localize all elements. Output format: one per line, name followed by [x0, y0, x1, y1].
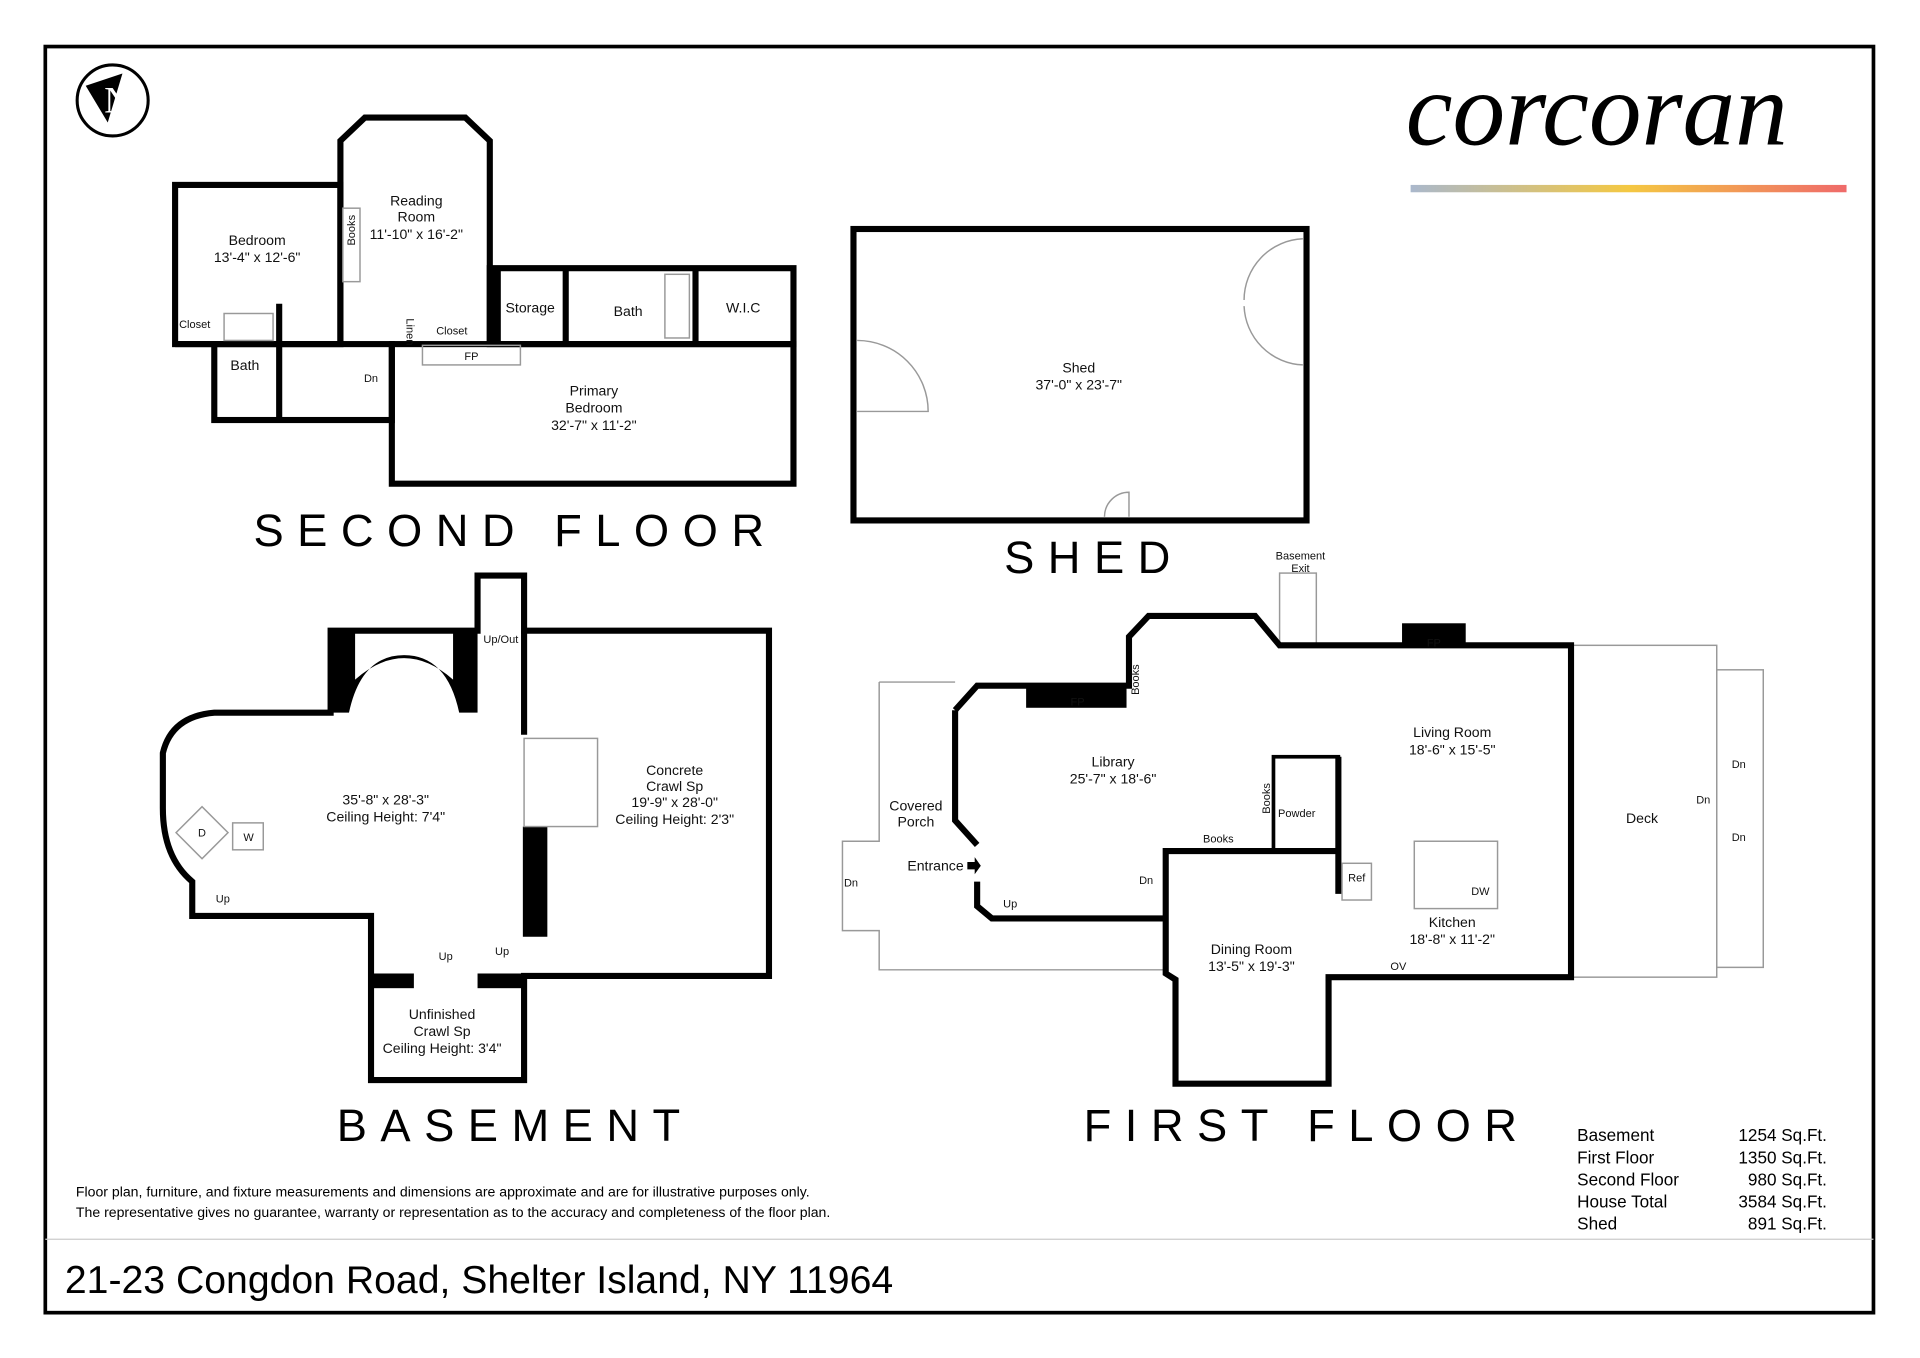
sheet-border [43, 44, 1876, 1315]
room-reading-name2: Room [398, 209, 436, 225]
room-reading-name: Reading [390, 193, 442, 209]
room-bedroom-size: 13'-4" x 12'-6" [214, 249, 301, 265]
stairs-down-label: Dn [1696, 794, 1710, 806]
stairs-down-label: Dn [1732, 759, 1746, 771]
refrigerator-label: Ref [1348, 873, 1366, 885]
books-label: Books [346, 214, 358, 245]
room-kitchen-size: 18'-8" x 11'-2" [1409, 931, 1495, 947]
books-label: Books [1261, 783, 1273, 814]
room-dining-size: 13'-5" x 19'-3" [1208, 958, 1295, 974]
basement-exit-label2: Exit [1291, 563, 1309, 575]
room-primary-size: 32'-7" x 11'-2" [551, 417, 637, 433]
stairs-up-label: Up [216, 893, 230, 905]
washer-label: W [243, 832, 254, 844]
stairs-down-label: Dn [844, 878, 858, 890]
basement-exit-label: Basement [1276, 551, 1326, 563]
stairs-up-label: Up [1003, 898, 1017, 910]
sqft-value: 1254 Sq.Ft. [1738, 1125, 1827, 1145]
brand-gradient-bar [1410, 184, 1847, 193]
title-first-floor: FIRST FLOOR [1084, 1100, 1531, 1151]
basement-plan: 35'-8" x 28'-3" Ceiling Height: 7'4" Con… [159, 572, 773, 1084]
oven-label: OV [1390, 961, 1407, 973]
corcoran-logo: corcoran [1406, 51, 1788, 168]
stairs-down-label: Dn [1139, 875, 1153, 887]
sqft-label: First Floor [1577, 1147, 1654, 1167]
books-label: Books [1130, 664, 1142, 695]
closet-label: Closet [436, 325, 467, 337]
stairs-down-label: Dn [1732, 832, 1746, 844]
closet-label: Closet [179, 319, 210, 331]
covered-porch-name2: Porch [898, 814, 935, 830]
concrete-crawl-size: 19'-9" x 28'-0" [631, 794, 718, 810]
stairs-up-label: Up [495, 946, 509, 958]
property-address: 21-23 Congdon Road, Shelter Island, NY 1… [65, 1259, 893, 1302]
bath-label: Bath [614, 303, 643, 319]
stairs-up-out-label: Up/Out [483, 634, 518, 646]
stairs-down-label: Dn [364, 373, 378, 385]
room-library-name: Library [1092, 754, 1136, 770]
concrete-crawl-name2: Crawl Sp [646, 778, 703, 794]
books-label: Books [1203, 833, 1234, 845]
sqft-value: 980 Sq.Ft. [1748, 1169, 1827, 1189]
sqft-label: Second Floor [1577, 1169, 1679, 1189]
linen-label: Linen [404, 318, 416, 345]
stairs-up-label: Up [439, 951, 453, 963]
title-shed: SHED [1004, 532, 1184, 583]
disclaimer-line: The representative gives no guarantee, w… [76, 1204, 830, 1220]
room-living-size: 18'-6" x 15'-5" [1409, 741, 1496, 757]
second-floor-plan: Bedroom 13'-4" x 12'-6" Reading Room 11'… [172, 114, 797, 487]
room-living-name: Living Room [1413, 724, 1491, 740]
sqft-label: Shed [1577, 1213, 1617, 1233]
fireplace-label: FP [1427, 638, 1441, 650]
sqft-value: 891 Sq.Ft. [1748, 1213, 1827, 1233]
powder-room-label: Powder [1278, 808, 1316, 820]
entrance-arrow-icon [967, 857, 981, 875]
room-dining-name: Dining Room [1211, 941, 1292, 957]
deck-label: Deck [1626, 810, 1659, 826]
unfinished-crawl-ceiling: Ceiling Height: 3'4" [383, 1040, 502, 1056]
first-floor-plan: Library 25'-7" x 18'-6" Living Room 18'-… [841, 551, 1764, 1087]
room-primary-name2: Bedroom [565, 400, 622, 416]
entrance-label: Entrance [907, 858, 964, 874]
room-shed-size: 37'-0" x 23'-7" [1035, 376, 1122, 392]
compass-letter: N [104, 80, 131, 121]
dryer-label: D [198, 827, 206, 839]
room-shed-name: Shed [1062, 359, 1095, 375]
title-basement: BASEMENT [337, 1100, 694, 1151]
unfinished-crawl-name: Unfinished [409, 1006, 476, 1022]
bath-label: Bath [230, 357, 259, 373]
basement-main-ceiling: Ceiling Height: 7'4" [326, 809, 445, 825]
disclaimer-line: Floor plan, furniture, and fixture measu… [76, 1183, 810, 1199]
covered-porch-name: Covered [889, 798, 942, 814]
basement-main-size: 35'-8" x 28'-3" [342, 792, 429, 808]
room-primary-name: Primary [570, 383, 619, 399]
room-reading-size: 11'-10" x 16'-2" [370, 226, 463, 242]
fireplace-label: FP [1071, 696, 1085, 708]
title-second-floor: SECOND FLOOR [253, 505, 777, 556]
concrete-crawl-ceiling: Ceiling Height: 2'3" [615, 811, 734, 827]
unfinished-crawl-name2: Crawl Sp [413, 1023, 470, 1039]
square-footage-table: Basement 1254 Sq.Ft. First Floor 1350 Sq… [1577, 1125, 1827, 1233]
north-compass-icon: N [75, 63, 150, 138]
sqft-label: House Total [1577, 1191, 1667, 1211]
storage-label: Storage [506, 299, 555, 315]
room-kitchen-name: Kitchen [1429, 914, 1476, 930]
wic-label: W.I.C [726, 299, 760, 315]
sqft-value: 1350 Sq.Ft. [1738, 1147, 1827, 1167]
shed-plan: Shed 37'-0" x 23'-7" [850, 225, 1310, 524]
sqft-value: 3584 Sq.Ft. [1738, 1191, 1827, 1211]
room-bedroom-name: Bedroom [229, 232, 286, 248]
fireplace-label: FP [464, 351, 478, 363]
room-library-size: 25'-7" x 18'-6" [1070, 771, 1157, 787]
concrete-crawl-name: Concrete [646, 762, 703, 778]
sqft-label: Basement [1577, 1125, 1654, 1145]
dishwasher-label: DW [1471, 886, 1490, 898]
